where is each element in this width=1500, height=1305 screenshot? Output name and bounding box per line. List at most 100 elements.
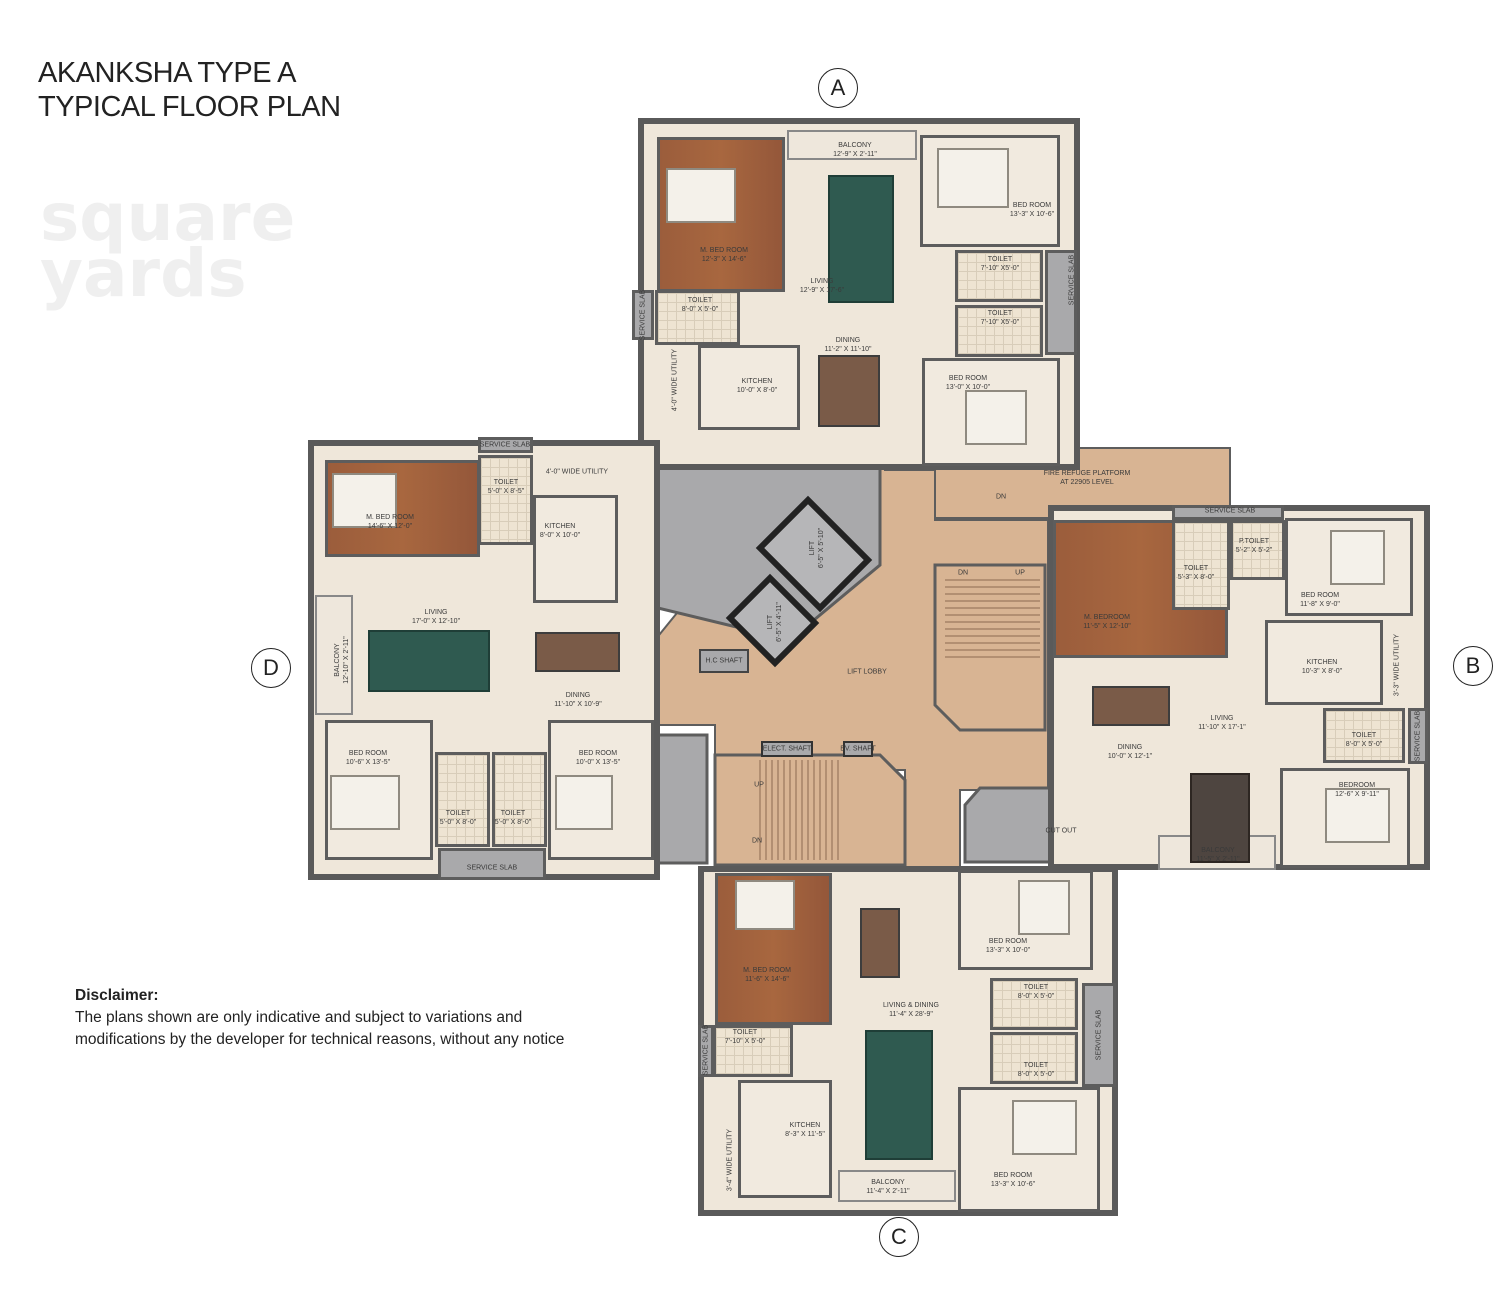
unit-c-m-bed-dimensions: 11'-6" X 14'-6": [745, 976, 789, 983]
core-dn2-name: DN: [957, 569, 969, 577]
unit-b-slab2-area: [1408, 708, 1428, 764]
disclaimer: Disclaimer: The plans shown are only ind…: [75, 985, 564, 1051]
title-line-1: AKANKSHA TYPE A: [38, 57, 296, 89]
unit-b-bed1-dimensions: 11'-8" X 9'-0": [1300, 601, 1340, 608]
lift-1: [755, 495, 873, 613]
marker-b: B: [1453, 646, 1493, 686]
unit-b-slab2-label: SERVICE SLAB: [1414, 711, 1423, 761]
unit-d-slab1-label: SERVICE SLAB: [480, 441, 530, 450]
unit-a-toilet2-label: TOILET 7'-10" X5'-0": [981, 309, 1019, 327]
unit-b-slab1-area: [1172, 505, 1284, 520]
unit-a-bed2-name: BED ROOM: [948, 375, 988, 382]
unit-a-slab1-area: [632, 290, 654, 340]
core-lift1-dimensions: 6'-5" X 5'-10": [818, 527, 825, 569]
unit-d-kitchen-dimensions: 8'-0" X 10'-0": [539, 532, 581, 539]
unit-b-bed1-name: BED ROOM: [1300, 592, 1340, 599]
unit-b-bed2-name: BEDROOM: [1338, 782, 1376, 789]
unit-d-toilet1-area: [478, 455, 533, 545]
unit-a-toilet1-name: TOILET: [987, 256, 1013, 263]
core-refuge-dimensions: AT 22905 LEVEL: [1060, 479, 1114, 486]
unit-c-slab1-label: SERVICE SLAB: [1095, 1010, 1104, 1060]
unit-a-slab2-label: SERVICE SLAB: [1068, 255, 1077, 305]
unit-a-kitchen-label: KITCHEN 10'-0" X 8'-0": [737, 377, 777, 395]
unit-c-bed2-dimensions: 13'-3" X 10'-6": [990, 1181, 1036, 1188]
unit-a-living-name: LIVING: [810, 278, 834, 285]
core-ev-shaft-label: EV. SHAFT: [840, 745, 876, 754]
unit-d-balcony-dimensions: 12'-10" X 2'-11": [343, 636, 350, 684]
core-lift2-dimensions: 6'-5" X 4'-11": [776, 602, 783, 642]
core-dn2-label: DN: [958, 569, 968, 578]
unit-d-kitchen-label: KITCHEN 8'-0" X 10'-0": [540, 522, 580, 540]
unit-c-m-bed-label: M. BED ROOM 11'-6" X 14'-6": [743, 966, 791, 984]
unit-d-kitchen-area: [533, 495, 618, 603]
unit-b-utility-name: 3'-3" WIDE UTILITY: [1393, 633, 1401, 697]
unit-b-slab1-label: SERVICE SLAB: [1205, 507, 1255, 516]
unit-a-kitchen-dimensions: 10'-0" X 8'-0": [736, 387, 778, 394]
core-lobby-name: LIFT LOBBY: [847, 668, 887, 676]
unit-a-toilet2-dimensions: 7'-10" X5'-0": [980, 319, 1020, 326]
unit-a-toilet3-name: TOILET: [687, 297, 713, 304]
unit-c-kitchen-area: [738, 1080, 832, 1198]
unit-d-dining-name: DINING: [565, 692, 591, 699]
unit-c-toilet2-area: [990, 978, 1078, 1030]
unit-d-slab2-area: [438, 848, 546, 880]
unit-d-dining-dimensions: 11'-10" X 10'-9": [554, 701, 602, 708]
bed-furniture: [1330, 530, 1385, 585]
marker-d: D: [251, 648, 291, 688]
core-up2-name: UP: [754, 781, 764, 789]
unit-b-bed2-label: BEDROOM 12'-6" X 9'-11": [1335, 781, 1379, 799]
ev-shaft-box: [843, 741, 873, 757]
stair-treads: [759, 579, 1040, 860]
unit-b-dining-dimensions: 10'-0" X 12'-1": [1107, 753, 1153, 760]
unit-d-dining-label: DINING 11'-10" X 10'-9": [554, 691, 602, 709]
unit-a-kitchen-name: KITCHEN: [741, 378, 773, 385]
unit-a-balcony-name: BALCONY: [838, 142, 872, 149]
core-hc-shaft-label: H.C SHAFT: [706, 657, 743, 666]
bed-furniture: [965, 390, 1027, 445]
unit-c-balcony-dimensions: 11'-4" X 2'-11": [866, 1188, 910, 1195]
unit-c-toilet2-name: TOILET: [1023, 984, 1049, 991]
unit-a-balcony-dimensions: 12'-9" X 2'-11": [833, 151, 877, 158]
unit-a-bed1-name: BED ROOM: [1012, 202, 1052, 209]
core-hc-shaft-name: H.C SHAFT: [705, 657, 743, 665]
unit-b-toilet1-area: [1172, 520, 1230, 610]
bed-furniture: [937, 148, 1009, 208]
unit-b-toilet2-area: [1323, 708, 1405, 763]
unit-a-balcony-area: [787, 130, 917, 160]
unit-a-toilet2-name: TOILET: [987, 310, 1013, 317]
dining-table: [860, 908, 900, 978]
unit-b-balcony-name: BALCONY: [1201, 847, 1235, 854]
unit-a-dining-dimensions: 11'-2" X 11'-10": [824, 346, 872, 353]
unit-c-m-bed-name: M. BED ROOM: [743, 967, 791, 974]
core-up2-label: UP: [754, 781, 764, 790]
unit-a-bed2-dimensions: 13'-0" X 10'-0": [945, 384, 991, 391]
unit-d-bed1-dimensions: 10'-6" X 13'-5": [345, 759, 391, 766]
unit-c-bed1-name: BED ROOM: [988, 938, 1028, 945]
core-dn1-name: DN: [995, 493, 1007, 501]
unit-b-bed2-dimensions: 12'-6" X 9'-11": [1335, 791, 1379, 798]
core-dn3-label: DN: [752, 837, 762, 846]
unit-d-toilet1-name: TOILET: [493, 479, 519, 486]
core-up1-name: UP: [1015, 569, 1025, 577]
unit-c-utility-name: 3'-4" WIDE UTILITY: [726, 1128, 734, 1192]
unit-d-slab2-name: SERVICE SLAB: [466, 864, 518, 872]
unit-c-toilet1-name: TOILET: [732, 1029, 758, 1036]
unit-a-bed2-label: BED ROOM 13'-0" X 10'-0": [946, 374, 990, 392]
unit-c-slab2-label: SERVICE SLAB: [702, 1025, 711, 1075]
unit-d-kitchen-name: KITCHEN: [544, 523, 576, 530]
unit-b-p-toilet-area: [1230, 520, 1285, 580]
core-dn1-label: DN: [996, 493, 1006, 502]
unit-c-toilet1-dimensions: 7'-10" X 5'-0": [724, 1038, 766, 1045]
